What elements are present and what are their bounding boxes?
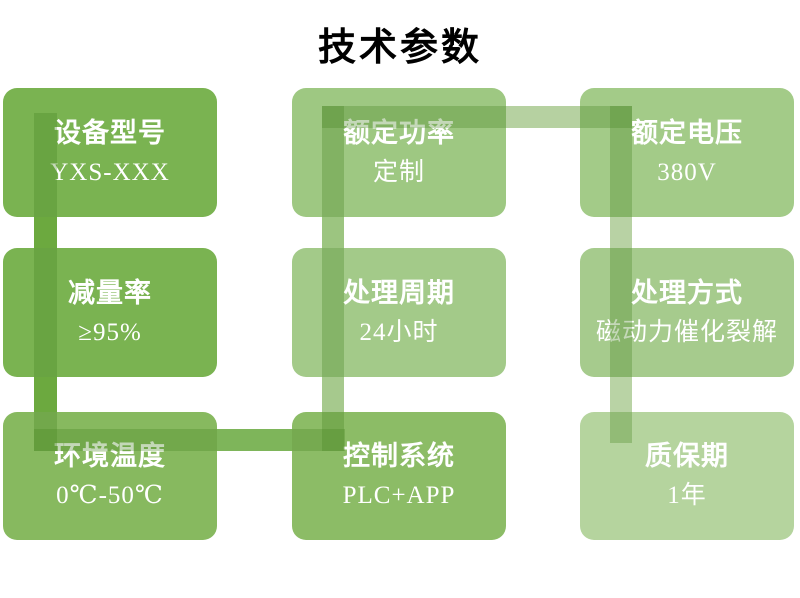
param-label: 质保期: [645, 441, 729, 472]
param-value: 定制: [372, 158, 425, 186]
param-label: 处理方式: [631, 277, 743, 308]
flow-connector-overlay: [34, 248, 57, 377]
page-title: 技术参数: [317, 27, 482, 69]
param-label: 环境温度: [54, 441, 166, 472]
flow-connector-segment: [34, 217, 57, 248]
flow-connector-overlay: [322, 106, 506, 128]
param-label: 控制系统: [343, 441, 455, 472]
param-card-processing-method: 处理方式 磁动力催化裂解: [580, 248, 794, 377]
flow-connector-overlay: [34, 429, 217, 451]
flow-connector-overlay: [322, 412, 344, 451]
param-card-rated-power: 额定功率 定制: [292, 88, 506, 217]
param-value: 380V: [657, 158, 717, 186]
param-value: ≥95%: [78, 318, 142, 346]
flow-connector-segment: [34, 377, 57, 412]
flow-connector-overlay: [292, 429, 345, 451]
flow-connector-segment: [610, 377, 632, 412]
flow-connector-segment: [322, 217, 344, 248]
param-label: 额定电压: [631, 117, 743, 148]
flow-connector-overlay: [34, 412, 57, 451]
flow-connector-overlay: [34, 113, 57, 217]
flow-connector-overlay: [580, 106, 632, 128]
param-card-rated-voltage: 额定电压 380V: [580, 88, 794, 217]
param-card-ambient-temperature: 环境温度 0℃-50℃: [3, 412, 217, 540]
param-label: 处理周期: [343, 277, 455, 308]
param-card-warranty: 质保期 1年: [580, 412, 794, 540]
flow-connector-segment: [610, 217, 632, 248]
param-card-control-system: 控制系统 PLC+APP: [292, 412, 506, 540]
param-value: 0℃-50℃: [56, 482, 164, 510]
param-card-processing-cycle: 处理周期 24小时: [292, 248, 506, 377]
flow-connector-segment: [322, 377, 344, 412]
param-value: YXS-XXX: [50, 158, 170, 186]
param-value: 24小时: [359, 318, 439, 346]
param-label: 设备型号: [54, 117, 166, 148]
flow-connector-overlay: [610, 248, 632, 377]
flow-connector-segment: [506, 106, 580, 128]
param-value: 1年: [667, 482, 707, 510]
flow-connector-overlay: [610, 412, 632, 443]
flow-connector-overlay: [322, 248, 344, 377]
param-card-device-model: 设备型号 YXS-XXX: [3, 88, 217, 217]
flow-connector-overlay: [322, 106, 344, 217]
flow-connector-overlay: [610, 106, 632, 217]
param-label: 额定功率: [343, 117, 455, 148]
param-label: 减量率: [68, 277, 152, 308]
param-value: PLC+APP: [342, 482, 456, 510]
param-value: 磁动力催化裂解: [595, 318, 778, 346]
param-card-reduction-rate: 减量率 ≥95%: [3, 248, 217, 377]
flow-connector-segment: [217, 429, 292, 451]
